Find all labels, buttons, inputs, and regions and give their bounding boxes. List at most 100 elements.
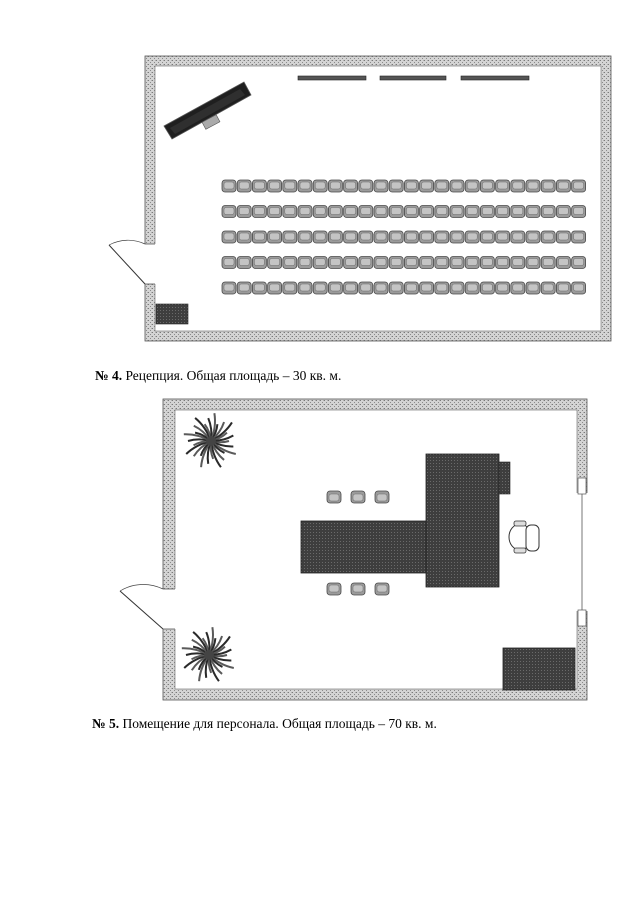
chair-icon [495,281,511,295]
plan-4-number: № 4. [95,368,123,383]
chair-icon [556,179,571,193]
chair-icon [556,230,571,244]
chair-icon [236,179,252,193]
chair-icon [282,205,298,218]
chair-icon [312,205,328,218]
chair-icon [525,205,541,218]
chair-icon [343,205,359,218]
plan-4-caption: № 4. Рецепция. Общая площадь – 30 кв. м. [95,368,341,384]
chair-icon [267,230,283,244]
chair-icon [326,490,342,504]
chair-icon [525,179,541,193]
chair-icon [495,205,511,218]
chair-icon [282,230,298,244]
plan-5-number: № 5. [92,716,120,731]
chair-icon [312,179,328,193]
chair-icon [267,281,283,295]
chair-icon [312,230,328,244]
chair-icon [221,281,237,295]
chair-icon [434,256,450,269]
chair-icon [358,256,374,269]
chair-icon [358,230,374,244]
plan-4-title: Рецепция. Общая площадь – 30 кв. м. [125,368,342,383]
chair-icon [434,230,450,244]
chair-icon [267,205,283,218]
chair-icon [540,205,556,218]
chair-icon [326,582,342,596]
chair-icon [434,205,450,218]
chair-icon [374,490,390,504]
chair-icon [540,179,556,193]
chair-icon [403,230,419,244]
chair-icon [508,520,540,554]
chair-icon [350,582,366,596]
chair-icon [327,256,343,269]
chair-icon [419,205,435,218]
chair-icon [571,256,586,269]
chair-icon [388,281,404,295]
chair-icon [510,256,526,269]
chair-icon [236,281,252,295]
chair-icon [282,179,298,193]
chair-icon [403,281,419,295]
chair-icon [479,230,495,244]
chair-icon [571,179,586,193]
chair-icon [267,256,283,269]
chair-icon [373,205,389,218]
chair-icon [282,256,298,269]
chair-icon [479,179,495,193]
plan-5-cabinet [502,647,576,691]
plan-5-window-post [577,609,587,627]
chair-icon [571,281,586,295]
plan-4-cabinet [155,303,189,325]
chair-icon [343,179,359,193]
chair-icon [297,281,313,295]
chair-icon [464,256,480,269]
chair-icon [373,281,389,295]
chair-icon [221,205,237,218]
chair-icon [251,230,267,244]
chair-icon [479,256,495,269]
plan-5-caption: № 5. Помещение для персонала. Общая площ… [92,716,437,732]
chair-icon [251,256,267,269]
chair-icon [388,179,404,193]
chair-icon [449,281,465,295]
chair-icon [479,205,495,218]
chair-icon [510,230,526,244]
chair-icon [540,230,556,244]
chair-icon [540,281,556,295]
chair-icon [510,281,526,295]
plan-5-title: Помещение для персонала. Общая площадь –… [122,716,437,731]
chair-icon [571,230,586,244]
chair-icon [221,179,237,193]
chair-icon [449,205,465,218]
chair-icon [312,281,328,295]
plan-4-reception [108,55,612,342]
chair-icon [358,281,374,295]
chair-icon [267,179,283,193]
chair-icon [327,179,343,193]
chair-icon [282,281,298,295]
plan-5-staff-room [119,398,589,701]
chair-icon [449,230,465,244]
chair-icon [221,256,237,269]
plan-5-window-post [577,477,587,495]
chair-icon [419,256,435,269]
chair-icon [403,179,419,193]
chair-icon [419,179,435,193]
chair-icon [495,230,511,244]
chair-icon [343,256,359,269]
chair-icon [525,230,541,244]
plan-4-door [108,239,146,285]
chair-icon [251,179,267,193]
chair-icon [571,205,586,218]
chair-icon [556,256,571,269]
chair-icon [297,230,313,244]
chair-icon [374,582,390,596]
chair-icon [464,281,480,295]
chair-icon [495,256,511,269]
chair-icon [434,179,450,193]
plant-icon [181,627,235,682]
chair-icon [525,256,541,269]
